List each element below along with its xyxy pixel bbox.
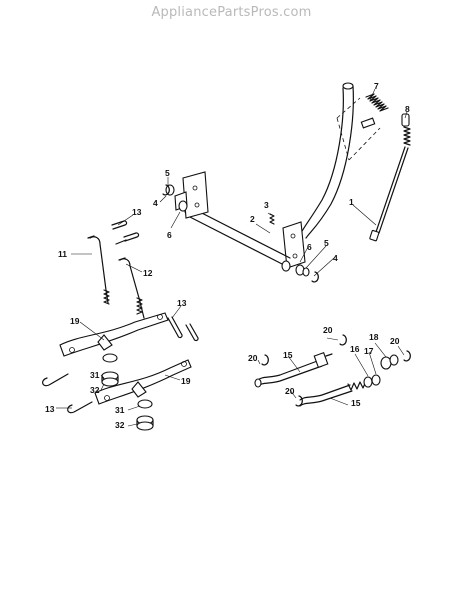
hairpin-clips-right bbox=[167, 316, 199, 342]
hairpin-clips-upper bbox=[111, 220, 140, 245]
pivot-pin bbox=[269, 213, 275, 225]
callout-20: 20 bbox=[285, 386, 295, 396]
adjust-rod-lower bbox=[299, 376, 373, 407]
callout-20: 20 bbox=[248, 353, 258, 363]
washers-nuts bbox=[101, 353, 154, 431]
lift-link-left bbox=[87, 235, 110, 305]
spring bbox=[360, 93, 389, 129]
callout-13: 13 bbox=[45, 404, 55, 414]
hairpin-clips-lower bbox=[42, 373, 93, 414]
callout-32: 32 bbox=[115, 420, 125, 430]
callout-13: 13 bbox=[132, 207, 142, 217]
callout-5: 5 bbox=[165, 168, 170, 178]
callout-19: 19 bbox=[70, 316, 80, 326]
callout-18: 18 bbox=[369, 332, 379, 342]
callout-20: 20 bbox=[390, 336, 400, 346]
lift-arm-lower bbox=[94, 359, 192, 405]
callout-31: 31 bbox=[90, 370, 100, 380]
left-bushings bbox=[162, 184, 188, 212]
callout-11: 11 bbox=[58, 249, 67, 259]
callout-13: 13 bbox=[177, 298, 187, 308]
callout-4: 4 bbox=[333, 253, 338, 263]
leader-lines bbox=[56, 88, 408, 427]
callout-8: 8 bbox=[405, 104, 410, 114]
adjust-hardware bbox=[261, 334, 411, 407]
callout-2: 2 bbox=[250, 214, 255, 224]
grip-guide bbox=[336, 97, 381, 161]
callout-17: 17 bbox=[364, 346, 374, 356]
callout-1: 1 bbox=[349, 197, 354, 207]
callout-5: 5 bbox=[324, 238, 329, 248]
callout-6: 6 bbox=[167, 230, 172, 240]
callout-7: 7 bbox=[374, 81, 379, 91]
mounting-bracket bbox=[174, 171, 209, 219]
watermark: AppliancePartsPros.com bbox=[151, 5, 312, 20]
lift-lever bbox=[282, 82, 354, 269]
callout-31: 31 bbox=[115, 405, 125, 415]
adjust-rod-upper bbox=[254, 351, 333, 388]
callout-15: 15 bbox=[283, 350, 293, 360]
callout-4: 4 bbox=[153, 198, 158, 208]
lift-arm-upper bbox=[59, 312, 169, 357]
callout-15: 15 bbox=[351, 398, 361, 408]
callout-20: 20 bbox=[323, 325, 333, 335]
callout-12: 12 bbox=[143, 268, 153, 278]
callout-19: 19 bbox=[181, 376, 191, 386]
callout-6: 6 bbox=[307, 242, 312, 252]
lift-rod bbox=[369, 113, 411, 242]
callouts: 1 2 3 4 4 5 5 6 6 7 8 11 12 13 13 13 15 … bbox=[45, 81, 410, 430]
callout-3: 3 bbox=[264, 200, 269, 210]
callout-32: 32 bbox=[90, 385, 100, 395]
callout-16: 16 bbox=[350, 344, 360, 354]
